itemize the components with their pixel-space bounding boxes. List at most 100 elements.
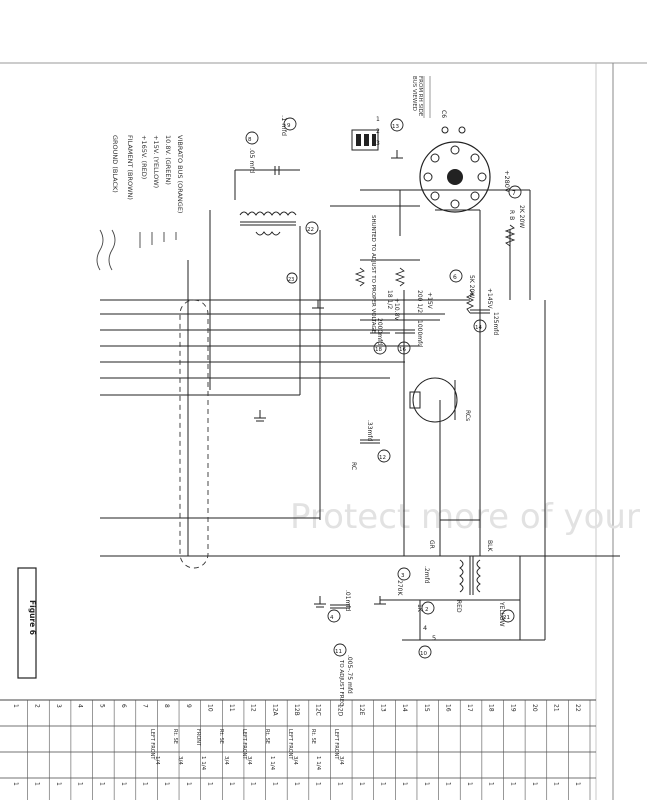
- bus-viewed-note: BUS VIEWED FROM RH SIDE C6: [411, 76, 466, 134]
- figure-label-box: [17, 567, 37, 679]
- regulator-section: SHUNTED TO ADJUST TO PROPER VOLTAGE 18 1…: [354, 215, 433, 355]
- table-count: 1: [293, 782, 300, 786]
- label-rc: RC: [350, 462, 357, 470]
- table-count: 1: [423, 782, 430, 786]
- table-count: 1: [466, 782, 473, 786]
- coupling-caps: 9 .1 mfd 8 .05 mfd: [234, 115, 300, 200]
- table-count: 1: [163, 782, 170, 786]
- label-gr: GR: [428, 540, 435, 549]
- label-c6: C6: [440, 110, 447, 118]
- table-row-number: 12B: [293, 704, 300, 716]
- table-row-number: 14: [401, 704, 408, 712]
- label-rb: R B: [508, 210, 515, 220]
- label-cap-1: .1 mfd: [280, 115, 288, 136]
- circled-11: 11: [335, 649, 342, 655]
- table-count: 1: [336, 782, 343, 786]
- table-row-number: 1: [12, 704, 19, 708]
- vibrato-tube: RCs .33mfd 12 RC: [350, 377, 471, 470]
- label-res-1k: 1K: [416, 604, 423, 613]
- circled-8: 8: [248, 137, 252, 143]
- label-plus-15: +15V: [426, 292, 433, 310]
- circled-2: 2: [425, 607, 429, 613]
- circled-22: 22: [307, 227, 314, 233]
- table-row-number: 9: [185, 704, 192, 708]
- label-cap-2000: 2000mfd: [376, 318, 383, 345]
- label-plus-108: +10.8V: [393, 298, 400, 321]
- label-yellow: YELLOW: [498, 601, 505, 627]
- switch-block: 13 1 2 3: [351, 116, 404, 151]
- table-row-number: 17: [466, 704, 473, 712]
- table-count: 1: [98, 782, 105, 786]
- label-plus-145: +145V: [486, 288, 493, 309]
- circled-16: 16: [399, 347, 406, 353]
- table-row-number: 12E: [358, 704, 365, 716]
- circled-3: 3: [401, 573, 405, 579]
- table-side-label: Rt. SE: [172, 729, 178, 744]
- table-count: 1: [228, 782, 235, 786]
- circled-10: 10: [420, 651, 427, 657]
- note-from-rh-side: FROM RH SIDE: [417, 76, 423, 117]
- note-bus-viewed: BUS VIEWED: [411, 76, 417, 111]
- table-count: 1: [142, 782, 149, 786]
- table-side-label: LEFT FRONT: [149, 729, 155, 760]
- table-row-number: 5: [98, 704, 105, 708]
- circled-4: 4: [330, 615, 334, 621]
- table-row-number: 3: [55, 704, 62, 708]
- output-section: BLK GR RED YELLOW 21 .2mfd 3 270K 2 1K 4…: [327, 540, 515, 708]
- circled-18: 18: [375, 347, 382, 353]
- label-rcs: RCs: [464, 410, 471, 421]
- table-count: 1: [553, 782, 560, 786]
- table-fraction: 3/4: [292, 756, 298, 765]
- table-row-number: 15: [423, 704, 430, 712]
- table-side-label: LEFT FRONT: [287, 729, 293, 760]
- table-row-number: 18: [488, 704, 495, 712]
- label-shunt-note: SHUNTED TO ADJUST TO PROPER VOLTAGE: [370, 215, 376, 334]
- main-wiring: [299, 189, 546, 641]
- table-count: 1: [380, 782, 387, 786]
- legend-165v: +165V. (RED): [140, 135, 148, 179]
- bus-lines: [100, 210, 620, 557]
- circled-6: 6: [453, 274, 457, 281]
- label-cap-125: 125mfd: [492, 312, 499, 335]
- label-cap-2: .2mfd: [423, 566, 430, 584]
- label-b-plus-280: +280V: [503, 170, 511, 193]
- label-cap-01: .01mfd: [344, 590, 351, 611]
- table-row-number: 4: [77, 704, 84, 708]
- label-res-200: 200 1/2: [416, 290, 423, 313]
- table-fraction: 3/4: [177, 756, 183, 765]
- table-row-number: 8: [163, 704, 170, 708]
- table-side-label: Rt. SE: [264, 729, 270, 744]
- table-row-number: 12: [250, 704, 257, 712]
- label-res-5k: 5K 20W: [468, 275, 475, 298]
- label-res-2k: 2K 20W: [518, 205, 525, 228]
- table-count: 1: [271, 782, 278, 786]
- terminal-5: 5: [432, 634, 436, 642]
- table-count: 1: [401, 782, 408, 786]
- watermark-text: Protect more of your memories for less!: [290, 497, 647, 537]
- table-count: 1: [55, 782, 62, 786]
- table-count: 1: [574, 782, 581, 786]
- legend-leaders: [96, 229, 177, 271]
- table-side-label: Rt. SE: [218, 729, 224, 744]
- table-count: 1: [12, 782, 19, 786]
- wiring-table: [0, 699, 596, 779]
- table-fraction: 3/4: [246, 756, 252, 765]
- table-row-number: 2: [33, 704, 40, 708]
- circled-13: 13: [392, 124, 399, 130]
- table-fraction: 1 1/4: [200, 756, 206, 771]
- legend-ground: GROUND (BLACK): [111, 135, 119, 193]
- circled-7: 7: [512, 190, 516, 197]
- circled-9: 9: [287, 123, 291, 129]
- table-row-number: 21: [553, 704, 560, 712]
- table-fraction: 3/4: [223, 756, 229, 765]
- table-fraction: 1 1/4: [315, 756, 321, 771]
- table-count: 1: [33, 782, 40, 786]
- legend-15v: +15V. (YELLOW): [152, 135, 160, 188]
- sw-label-1: 1: [376, 116, 380, 123]
- circled-21: 21: [503, 615, 510, 621]
- label-res-18: 18 1/2: [386, 290, 393, 309]
- legend-filament: FILAMENT (BROWN): [126, 135, 134, 200]
- table-row-number: 12D: [336, 704, 343, 717]
- legend-10-8v: 10.8V. (GREEN): [164, 135, 172, 185]
